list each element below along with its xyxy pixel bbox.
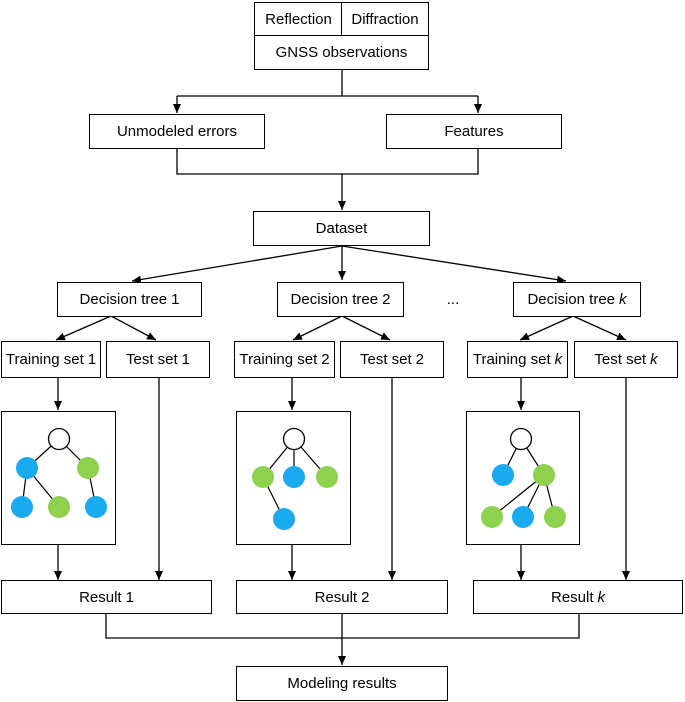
training-set-2-index: 2 — [321, 351, 330, 368]
decision-tree-2-label: Decision tree — [290, 291, 379, 308]
arrow-to-decision-tree-1 — [131, 245, 343, 284]
tree-k-node-blue — [512, 506, 534, 528]
ellipsis-text: ... — [438, 282, 468, 317]
result-2-box: Result 2 — [236, 580, 448, 614]
dataset-label: Dataset — [315, 220, 368, 237]
features-label: Features — [444, 123, 504, 140]
result-k-index: k — [597, 588, 606, 606]
result-1-index: 1 — [125, 588, 134, 606]
tree-1-node-green — [77, 457, 99, 479]
arrow-to-test-set-2 — [341, 315, 391, 341]
tree-1-node-blue — [85, 496, 107, 518]
decision-tree-1-label: Decision tree — [79, 291, 168, 308]
diffraction-box: Diffraction — [341, 2, 429, 37]
decision-tree-1-box: Decision tree 1 — [57, 282, 202, 317]
merge-connector — [176, 149, 479, 175]
training-set-1-index: 1 — [87, 351, 97, 368]
tree-panel-2 — [236, 411, 351, 545]
arrow-to-training-set-k — [519, 315, 574, 341]
result-1-box: Result 1 — [1, 580, 212, 614]
diffraction-label: Diffraction — [351, 11, 419, 28]
tree-diagram-k — [481, 427, 566, 528]
test-set-k-label: Test set — [594, 351, 647, 368]
tree-1-node-green — [48, 496, 70, 518]
gnss-observations-label: GNSS observations — [275, 44, 408, 61]
results-merge-connector — [105, 614, 580, 639]
tree-k-node-blue — [492, 464, 514, 486]
tree-diagram-2 — [252, 427, 338, 530]
tree-panel-1 — [1, 411, 116, 545]
tree-2-root-node — [282, 427, 306, 451]
ellipsis-label: ... — [446, 291, 460, 308]
gnss-split-connector — [177, 69, 478, 97]
unmodeled-errors-label: Unmodeled errors — [116, 123, 238, 140]
result-k-label: Result — [550, 588, 594, 606]
tree-k-root-node — [509, 427, 533, 451]
unmodeled-errors-box: Unmodeled errors — [89, 114, 265, 149]
arrow-to-training-set-1 — [55, 315, 112, 341]
decision-tree-2-box: Decision tree 2 — [277, 282, 404, 317]
decision-tree-k-label: Decision tree — [527, 291, 616, 308]
test-set-2-index: 2 — [415, 351, 425, 368]
training-set-1-label: Training set — [5, 351, 84, 368]
tree-2-node-green — [316, 466, 338, 488]
tree-diagram-1 — [11, 427, 107, 518]
training-set-k-box: Training set k — [467, 341, 568, 378]
dataset-box: Dataset — [253, 211, 430, 246]
result-2-label: Result — [314, 588, 358, 606]
modeling-results-box: Modeling results — [236, 666, 448, 701]
training-set-1-box: Training set 1 — [1, 341, 101, 378]
test-set-1-index: 1 — [181, 351, 191, 368]
tree-2-node-blue — [273, 508, 295, 530]
tree-1-node-blue — [16, 457, 38, 479]
tree-k-node-green — [533, 464, 555, 486]
training-set-2-label: Training set — [239, 351, 318, 368]
decision-tree-k-box: Decision tree k — [513, 282, 641, 317]
test-set-2-label: Test set — [359, 351, 412, 368]
tree-k-node-green — [481, 506, 503, 528]
tree-2-node-green — [252, 466, 274, 488]
decision-tree-2-index: 2 — [382, 291, 391, 308]
tree-k-node-green — [544, 506, 566, 528]
result-k-box: Result k — [473, 580, 683, 614]
modeling-results-label: Modeling results — [287, 675, 397, 692]
test-set-k-box: Test set k — [574, 341, 678, 378]
reflection-box: Reflection — [254, 2, 343, 37]
tree-2-node-blue — [283, 466, 305, 488]
decision-tree-1-index: 1 — [171, 291, 180, 308]
result-2-index: 2 — [361, 588, 370, 606]
test-set-1-label: Test set — [125, 351, 178, 368]
reflection-label: Reflection — [265, 11, 332, 28]
tree-panel-k — [466, 411, 580, 545]
training-set-k-index: k — [554, 351, 563, 368]
result-1-label: Result — [79, 588, 122, 606]
test-set-2-box: Test set 2 — [340, 341, 444, 378]
tree-1-node-blue — [11, 496, 33, 518]
decision-tree-k-index: k — [619, 291, 627, 308]
arrow-to-decision-tree-k — [341, 245, 567, 284]
features-box: Features — [386, 114, 562, 149]
training-set-2-box: Training set 2 — [234, 341, 335, 378]
arrow-to-training-set-2 — [292, 315, 343, 341]
arrow-to-test-set-1 — [110, 315, 157, 341]
training-set-k-label: Training set — [472, 351, 551, 368]
test-set-1-box: Test set 1 — [106, 341, 210, 378]
arrow-to-test-set-k — [572, 315, 627, 341]
gnss-observations-box: GNSS observations — [254, 35, 429, 70]
tree-1-root-node — [47, 427, 71, 451]
test-set-k-index: k — [650, 351, 658, 368]
